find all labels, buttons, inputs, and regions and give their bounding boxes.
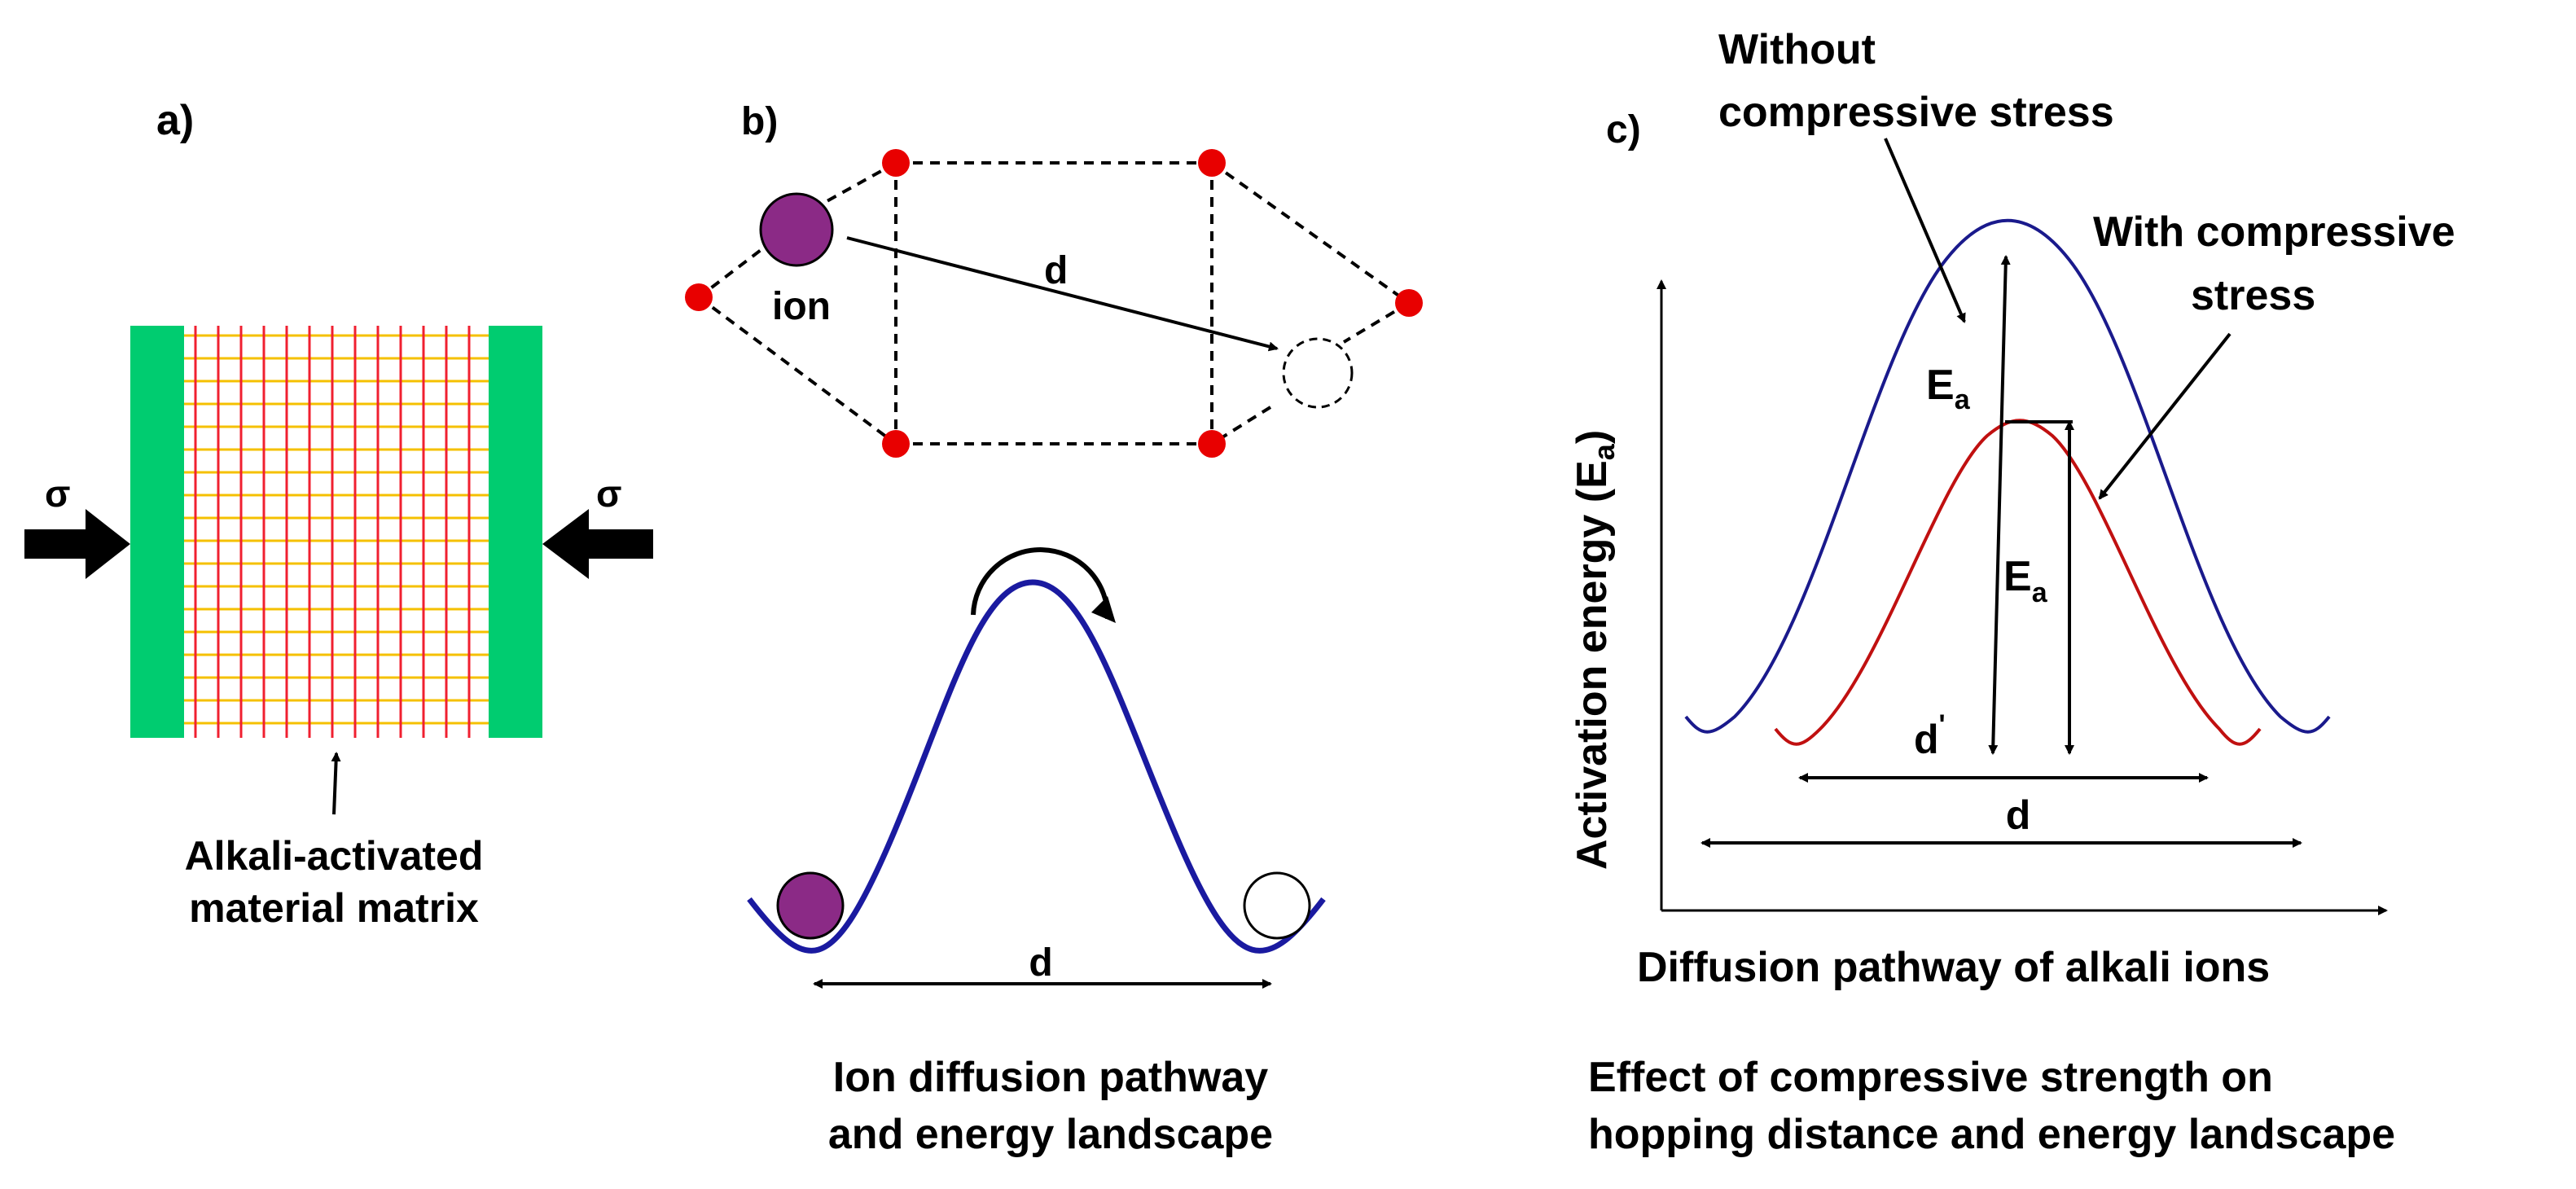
panel-b-caption-line2: and energy landscape xyxy=(828,1111,1273,1158)
lattice-site xyxy=(882,149,910,177)
matrix-pointer-arrow xyxy=(331,752,341,815)
hop-distance-arrow xyxy=(846,236,1279,352)
ion-in-well xyxy=(776,871,845,940)
hop-arc xyxy=(971,546,1111,620)
right-plate xyxy=(489,326,542,738)
x-axis-label: Diffusion pathway of alkali ions xyxy=(1637,944,2270,991)
y-axis-label: Activation energy (Ea) xyxy=(1569,430,1621,870)
horizontal-lines xyxy=(184,334,489,725)
panel-a-label: a) xyxy=(156,97,194,144)
panel-b: b) ion d xyxy=(685,100,1423,1158)
energy-landscape-curve xyxy=(747,579,1326,954)
lattice-site xyxy=(1395,289,1423,317)
lattice-site xyxy=(1198,149,1226,177)
without-stress-curve xyxy=(1684,218,2331,734)
matrix-grid xyxy=(184,326,489,738)
panel-a: a) σ σ Alkali-activated material matrix xyxy=(24,97,653,931)
hop-distance-label: d xyxy=(1044,249,1068,292)
ion xyxy=(759,192,834,267)
hop-arc-head xyxy=(1091,596,1116,623)
vertical-lines xyxy=(194,326,471,738)
ea-with-label: Ea xyxy=(2003,553,2048,608)
d-prime-label: d' xyxy=(1914,709,1946,762)
lattice-site xyxy=(685,283,713,311)
without-stress-line1: Without xyxy=(1718,26,1876,73)
right-stress-symbol: σ xyxy=(596,472,621,515)
left-stress-arrow xyxy=(24,509,130,579)
empty-well xyxy=(1243,871,1311,940)
d-label: d xyxy=(2006,792,2031,838)
matrix-caption-line2: material matrix xyxy=(189,885,479,931)
lattice-sites xyxy=(685,149,1423,458)
panel-c: c) Without compressive stress With compr… xyxy=(1569,26,2455,1158)
landscape-distance-label: d xyxy=(1029,941,1052,985)
left-plate xyxy=(130,326,184,738)
with-stress-line1: With compressive xyxy=(2093,208,2455,256)
with-stress-line2: stress xyxy=(2191,272,2315,319)
panel-c-caption-line2: hopping distance and energy landscape xyxy=(1588,1111,2395,1158)
matrix-caption-line1: Alkali-activated xyxy=(185,833,484,879)
panel-b-caption-line1: Ion diffusion pathway xyxy=(833,1054,1269,1101)
panel-c-caption-line1: Effect of compressive strength on xyxy=(1588,1054,2273,1101)
left-stress-symbol: σ xyxy=(45,472,70,515)
without-stress-pointer xyxy=(1884,138,1966,323)
panel-b-label: b) xyxy=(741,100,778,143)
ion-label: ion xyxy=(772,285,831,328)
lattice-site xyxy=(882,430,910,458)
ea-without-arrow xyxy=(1988,255,2011,755)
without-stress-line2: compressive stress xyxy=(1718,89,2114,136)
ea-without-label: Ea xyxy=(1926,362,1971,415)
right-stress-arrow xyxy=(542,509,653,579)
panel-c-label: c) xyxy=(1606,108,1641,151)
lattice-site xyxy=(1198,430,1226,458)
vacancy-site xyxy=(1282,337,1354,409)
with-stress-pointer xyxy=(2098,332,2232,500)
